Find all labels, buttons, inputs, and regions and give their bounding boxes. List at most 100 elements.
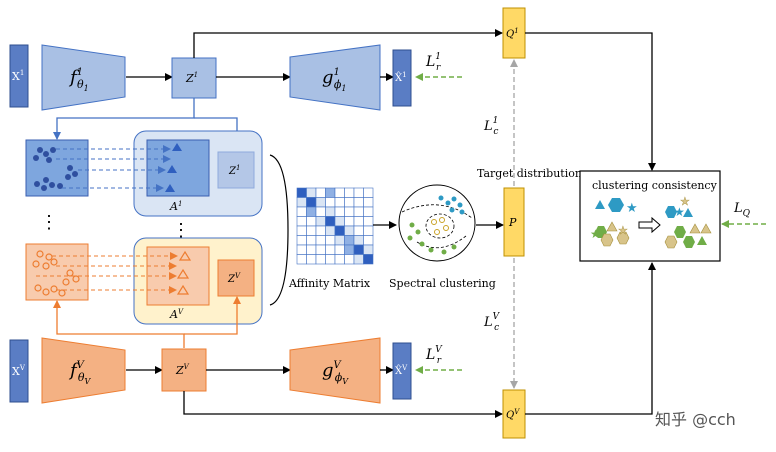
affinity-cell (325, 187, 336, 198)
clustering-consistency-box: clustering consistency ★ ★ ★ ★ ★ (579, 170, 721, 262)
affinity-cell (334, 206, 345, 217)
affinity-cell (325, 235, 336, 246)
xv-label: XV (12, 364, 26, 378)
encoder-f1 (41, 44, 126, 111)
av-label: AV (169, 308, 184, 321)
affinity-cell (353, 244, 364, 255)
affinity-cell (363, 197, 374, 208)
x1-input-block (9, 44, 29, 108)
affinity-cell (296, 254, 307, 265)
affinity-cell (353, 254, 364, 265)
zv-block (161, 348, 207, 392)
affinity-cell (315, 197, 326, 208)
view1-points (33, 147, 78, 191)
a1-triangles (165, 143, 182, 192)
viewV-graph-arrows (36, 252, 178, 294)
affinity-cell (353, 225, 364, 236)
svg-text:★: ★ (618, 224, 628, 237)
affinity-cell (344, 187, 355, 198)
arrow-zv-to-av (184, 296, 241, 335)
affinity-cell (306, 197, 317, 208)
xhat1-block (392, 49, 412, 107)
affinity-cell (363, 235, 374, 246)
affinity-cell (296, 206, 307, 217)
bracket (269, 154, 289, 306)
xhat1-label: X̂1 (395, 71, 407, 84)
affinity-cell (363, 187, 374, 198)
affinity-cell (344, 254, 355, 265)
affinity-cell (344, 197, 355, 208)
arrow-zv-qv (183, 391, 503, 418)
a1-z-block (217, 151, 255, 189)
affinity-cell (353, 187, 364, 198)
arrow-z1-q1 (193, 29, 503, 58)
affinity-cell (315, 187, 326, 198)
affinity-cell (315, 244, 326, 255)
viewV-points (32, 250, 80, 297)
affinity-cell (344, 216, 355, 227)
affinity-cell (296, 197, 307, 208)
affinity-cell (306, 187, 317, 198)
zv-label: ZV (175, 363, 190, 377)
affinity-cell (306, 244, 317, 255)
arrow-q1-consistency (525, 32, 656, 171)
xhatv-label: X̂V (395, 364, 408, 377)
qv-label: QV (506, 408, 520, 421)
affinity-cell (315, 235, 326, 246)
affinity-cell (315, 254, 326, 265)
spectral-label: Spectral clustering (389, 277, 496, 290)
lq-label: LQ (733, 201, 751, 219)
affinity-matrix (296, 187, 374, 265)
affinity-cell (334, 254, 345, 265)
affinity-cell (296, 187, 307, 198)
encoder-fv (41, 337, 126, 404)
decoder-gv (289, 337, 381, 404)
affinity-cell (325, 206, 336, 217)
affinity-cell (363, 244, 374, 255)
a1-z-label: Z1 (228, 164, 240, 177)
dots-mid: ⋮ (172, 220, 190, 241)
viewV-graph: ZV AV (25, 237, 263, 348)
decoder-g1 (289, 44, 381, 111)
p-label: P (508, 216, 517, 229)
av-triangles (176, 250, 192, 295)
affinity-cell (363, 216, 374, 227)
affinity-cell (306, 216, 317, 227)
cc-title: clustering consistency (592, 179, 718, 192)
svg-text:★: ★ (590, 227, 601, 241)
affinity-cell (344, 206, 355, 217)
affinity-cell (315, 216, 326, 227)
affinity-cell (353, 197, 364, 208)
affinity-label: Affinity Matrix (288, 277, 371, 290)
a1-label: A1 (169, 200, 182, 213)
xhatv-block (392, 342, 412, 400)
affinity-cell (306, 235, 317, 246)
dots-left: ⋮ (40, 212, 58, 233)
z1-label: Z1 (185, 71, 198, 85)
affinity-cell (315, 206, 326, 217)
arrow-z1-to-graph (53, 98, 195, 140)
q1-label: Q1 (506, 27, 519, 40)
affinity-cell (363, 254, 374, 265)
svg-text:★: ★ (680, 195, 690, 208)
affinity-cell (363, 225, 374, 236)
x1-label: X1 (12, 69, 24, 83)
affinity-cell (315, 225, 326, 236)
xv-input-block (9, 339, 29, 403)
affinity-cell (334, 187, 345, 198)
affinity-cell (296, 225, 307, 236)
affinity-cell (306, 254, 317, 265)
affinity-cell (344, 235, 355, 246)
av-z-label: ZV (227, 272, 241, 285)
